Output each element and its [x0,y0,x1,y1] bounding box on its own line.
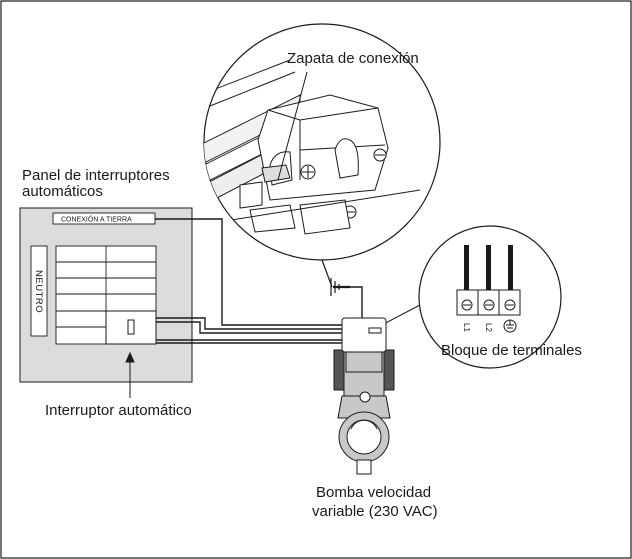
terminal-mark-l2: L2 [484,323,493,332]
breaker-panel-label-line2: automáticos [22,183,103,200]
ground-connection-label: CONEXIÓN A TIERRA [61,215,132,224]
terminal-block-label: Bloque de terminales [441,342,582,359]
breaker-panel [19,207,193,383]
connection-lug-label: Zapata de conexión [287,50,419,67]
pump-label-line1: Bomba velocidad [316,484,431,501]
neutral-label: NEUTRO [33,270,44,313]
wires [155,218,363,344]
variable-speed-pump [333,317,395,475]
pump-label-line2: variable (230 VAC) [312,503,438,520]
terminal-mark-l1: L1 [462,323,471,332]
neutral-bar [30,245,48,337]
breaker-toggle [127,319,135,335]
circuit-breaker-label: Interruptor automático [45,402,192,419]
breaker-panel-label-line1: Panel de interruptores [22,167,170,184]
breaker-pointer-arrow [125,351,135,398]
terminal-block-detail [377,225,562,369]
ground-symbol-icon [321,259,350,296]
